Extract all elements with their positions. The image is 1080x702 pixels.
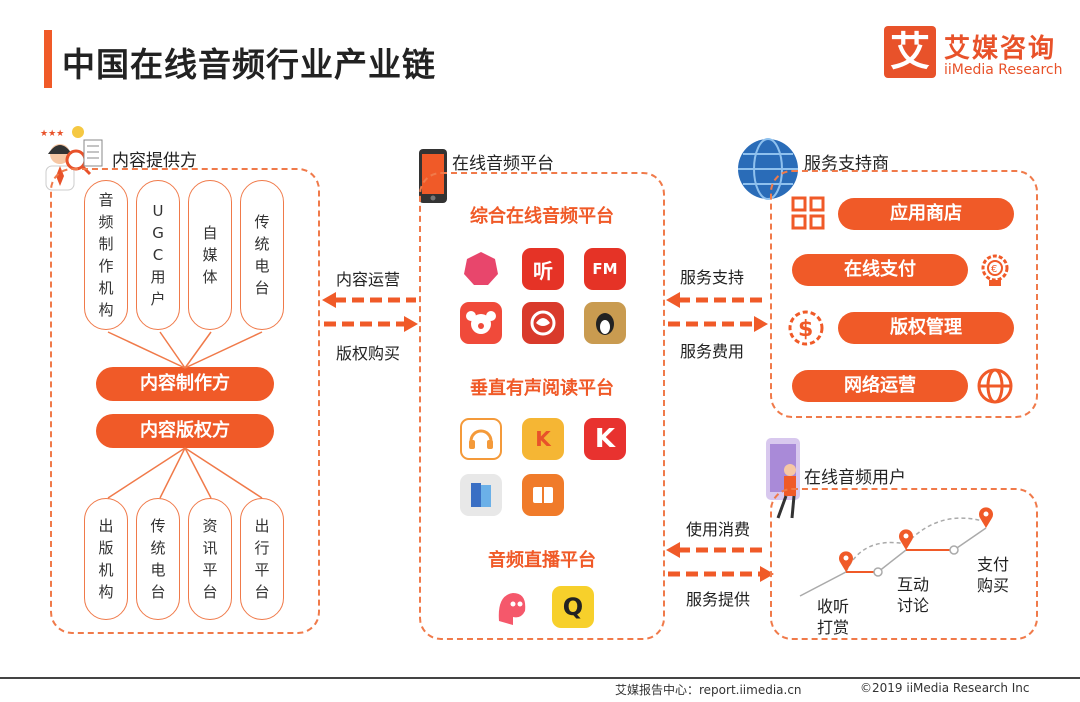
provider-label: 内容提供方 bbox=[112, 151, 197, 171]
coin-gear-icon: € bbox=[975, 250, 1015, 298]
arrow-label-consumption: 使用消费 bbox=[686, 520, 751, 539]
platform-category-general: 综合在线音频平台 bbox=[470, 206, 614, 227]
app-icon-book[interactable] bbox=[460, 474, 502, 516]
app-icon-koala[interactable] bbox=[460, 302, 502, 344]
provider-bottom-pill-0: 出版机构 bbox=[84, 498, 128, 620]
app-icon-k-red[interactable]: K bbox=[584, 418, 626, 460]
services-box bbox=[770, 170, 1038, 418]
footer-divider bbox=[0, 677, 1080, 679]
provider-box bbox=[50, 168, 320, 634]
app-icon-kaishu[interactable]: K bbox=[522, 418, 564, 460]
arrow-right-service-fee bbox=[668, 316, 768, 332]
service-copyright-mgmt: 版权管理 bbox=[838, 312, 1014, 344]
provider-top-pill-3: 传统电台 bbox=[240, 180, 284, 330]
logo-en: iiMedia Research bbox=[944, 62, 1063, 78]
footer-copyright: ©2019 iiMedia Research Inc bbox=[860, 681, 1030, 695]
app-icon-lazy-audio[interactable] bbox=[460, 418, 502, 460]
arrow-left-content-ops bbox=[322, 292, 416, 308]
service-online-payment: 在线支付 bbox=[792, 254, 968, 286]
provider-connector-lines bbox=[107, 331, 263, 499]
services-label: 服务支持商 bbox=[804, 154, 889, 174]
user-phone-icon bbox=[760, 436, 810, 520]
app-icon-live-q[interactable]: Q bbox=[552, 586, 594, 628]
provider-bottom-pill-2: 资讯平台 bbox=[188, 498, 232, 620]
arrow-left-service-support bbox=[666, 292, 766, 308]
app-store-icon bbox=[788, 196, 828, 238]
dollar-gear-icon: $ bbox=[786, 308, 826, 356]
network-globe-icon bbox=[975, 366, 1015, 414]
page-title: 中国在线音频行业产业链 bbox=[62, 45, 436, 84]
content-producer-pill: 内容制作方 bbox=[96, 367, 274, 401]
platform-category-live: 音频直播平台 bbox=[488, 550, 596, 571]
app-icon-lychee[interactable] bbox=[460, 248, 502, 290]
provider-top-pill-0: 音频制作机构 bbox=[84, 180, 128, 330]
platform-category-audiobook: 垂直有声阅读平台 bbox=[470, 378, 614, 399]
content-rights-pill: 内容版权方 bbox=[96, 414, 274, 448]
service-network-ops: 网络运营 bbox=[792, 370, 968, 402]
arrow-left-consumption bbox=[666, 542, 766, 558]
service-app-store: 应用商店 bbox=[838, 198, 1014, 230]
users-label: 在线音频用户 bbox=[804, 468, 906, 488]
svg-text:$: $ bbox=[798, 317, 813, 342]
platform-box bbox=[419, 172, 665, 640]
svg-text:★★★: ★★★ bbox=[40, 129, 64, 139]
title-accent-bar bbox=[44, 30, 52, 88]
platform-label: 在线音频平台 bbox=[452, 154, 554, 174]
user-step-pay: 支付 购买 bbox=[976, 555, 1009, 595]
provider-bottom-pill-1: 传统电台 bbox=[136, 498, 180, 620]
footer-source: 艾媒报告中心：report.iimedia.cn bbox=[615, 683, 802, 697]
provider-top-pill-2: 自媒体 bbox=[188, 180, 232, 330]
arrow-right-service-provide bbox=[668, 566, 774, 582]
app-icon-ting[interactable]: 听 bbox=[522, 248, 564, 290]
arrow-label-copyright: 版权购买 bbox=[336, 344, 401, 363]
arrow-label-service-fee: 服务费用 bbox=[680, 342, 745, 361]
app-icon-reader[interactable] bbox=[522, 474, 564, 516]
app-icon-penguin[interactable] bbox=[584, 302, 626, 344]
logo-cn: 艾媒咨询 bbox=[944, 34, 1057, 64]
arrow-label-content-ops: 内容运营 bbox=[336, 270, 401, 289]
users-box bbox=[770, 488, 1038, 640]
app-icon-fm[interactable]: FM bbox=[584, 248, 626, 290]
user-journey-path bbox=[799, 507, 993, 597]
app-icon-phoenix[interactable] bbox=[522, 302, 564, 344]
svg-text:€: € bbox=[991, 264, 997, 275]
user-step-interact: 互动 讨论 bbox=[896, 575, 929, 615]
logo-mark: 艾 bbox=[884, 26, 936, 78]
app-icon-live-pink[interactable] bbox=[490, 586, 532, 628]
arrow-right-copyright bbox=[324, 316, 418, 332]
arrow-label-service-support: 服务支持 bbox=[680, 268, 745, 287]
user-step-listen: 收听 打赏 bbox=[816, 597, 849, 637]
provider-bottom-pill-3: 出行平台 bbox=[240, 498, 284, 620]
arrow-label-service-provide: 服务提供 bbox=[686, 590, 751, 609]
